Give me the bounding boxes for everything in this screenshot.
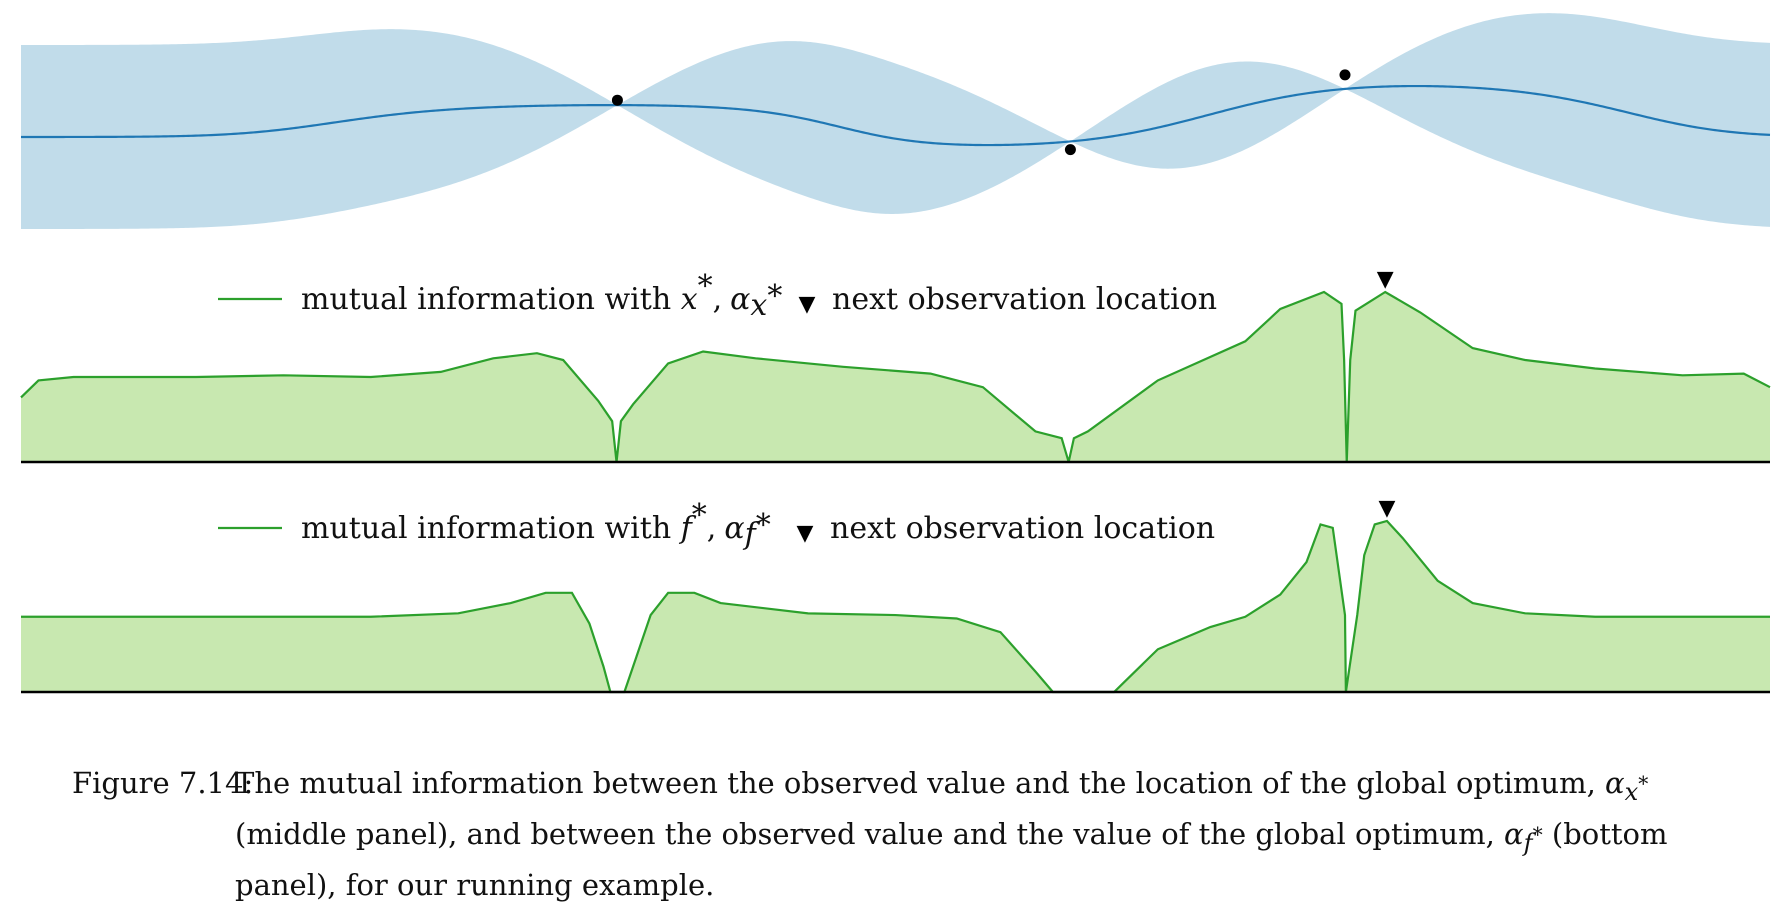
- mutual-info-f-area: [21, 521, 1770, 692]
- legend-marker-swatch: ▼: [797, 521, 814, 546]
- mutual-info-x-panel: ▼ mutual information with x*,αx* ▼ next …: [20, 267, 1771, 464]
- observation-point-1: [611, 94, 623, 106]
- next-observation-marker: ▼: [1379, 496, 1396, 521]
- figure-number: Figure 7.14:: [72, 766, 254, 800]
- mutual-info-x-line: [20, 290, 1771, 463]
- gp-posterior-panel: [21, 13, 1771, 229]
- next-observation-marker: ▼: [1377, 267, 1394, 292]
- observation-point-3: [1339, 69, 1351, 81]
- legend-series-label: mutual information with x*,αx*: [301, 269, 782, 323]
- legend-marker-label: next observation location: [830, 511, 1215, 546]
- mutual-info-x-area: [21, 292, 1770, 462]
- observation-point-2: [1064, 144, 1076, 156]
- gp-observations: [611, 69, 1351, 156]
- mutual-info-f-panel: ▼ mutual information with f*,αf* ▼ next …: [21, 496, 1770, 694]
- legend-marker-label: next observation location: [832, 282, 1217, 317]
- mutual-info-x-legend: mutual information with x*,αx* ▼ next ob…: [218, 269, 1217, 323]
- mutual-info-f-legend: mutual information with f*,αf* ▼ next ob…: [218, 498, 1215, 552]
- gp-posterior-mean-line: [21, 84, 1771, 147]
- caption-text: The mutual information between the obser…: [235, 766, 1668, 902]
- legend-series-label: mutual information with f*,αf*: [301, 498, 771, 552]
- gp-credible-band: [21, 13, 1770, 229]
- figure-caption: Figure 7.14: The mutual information betw…: [72, 762, 1732, 906]
- legend-marker-swatch: ▼: [799, 292, 816, 317]
